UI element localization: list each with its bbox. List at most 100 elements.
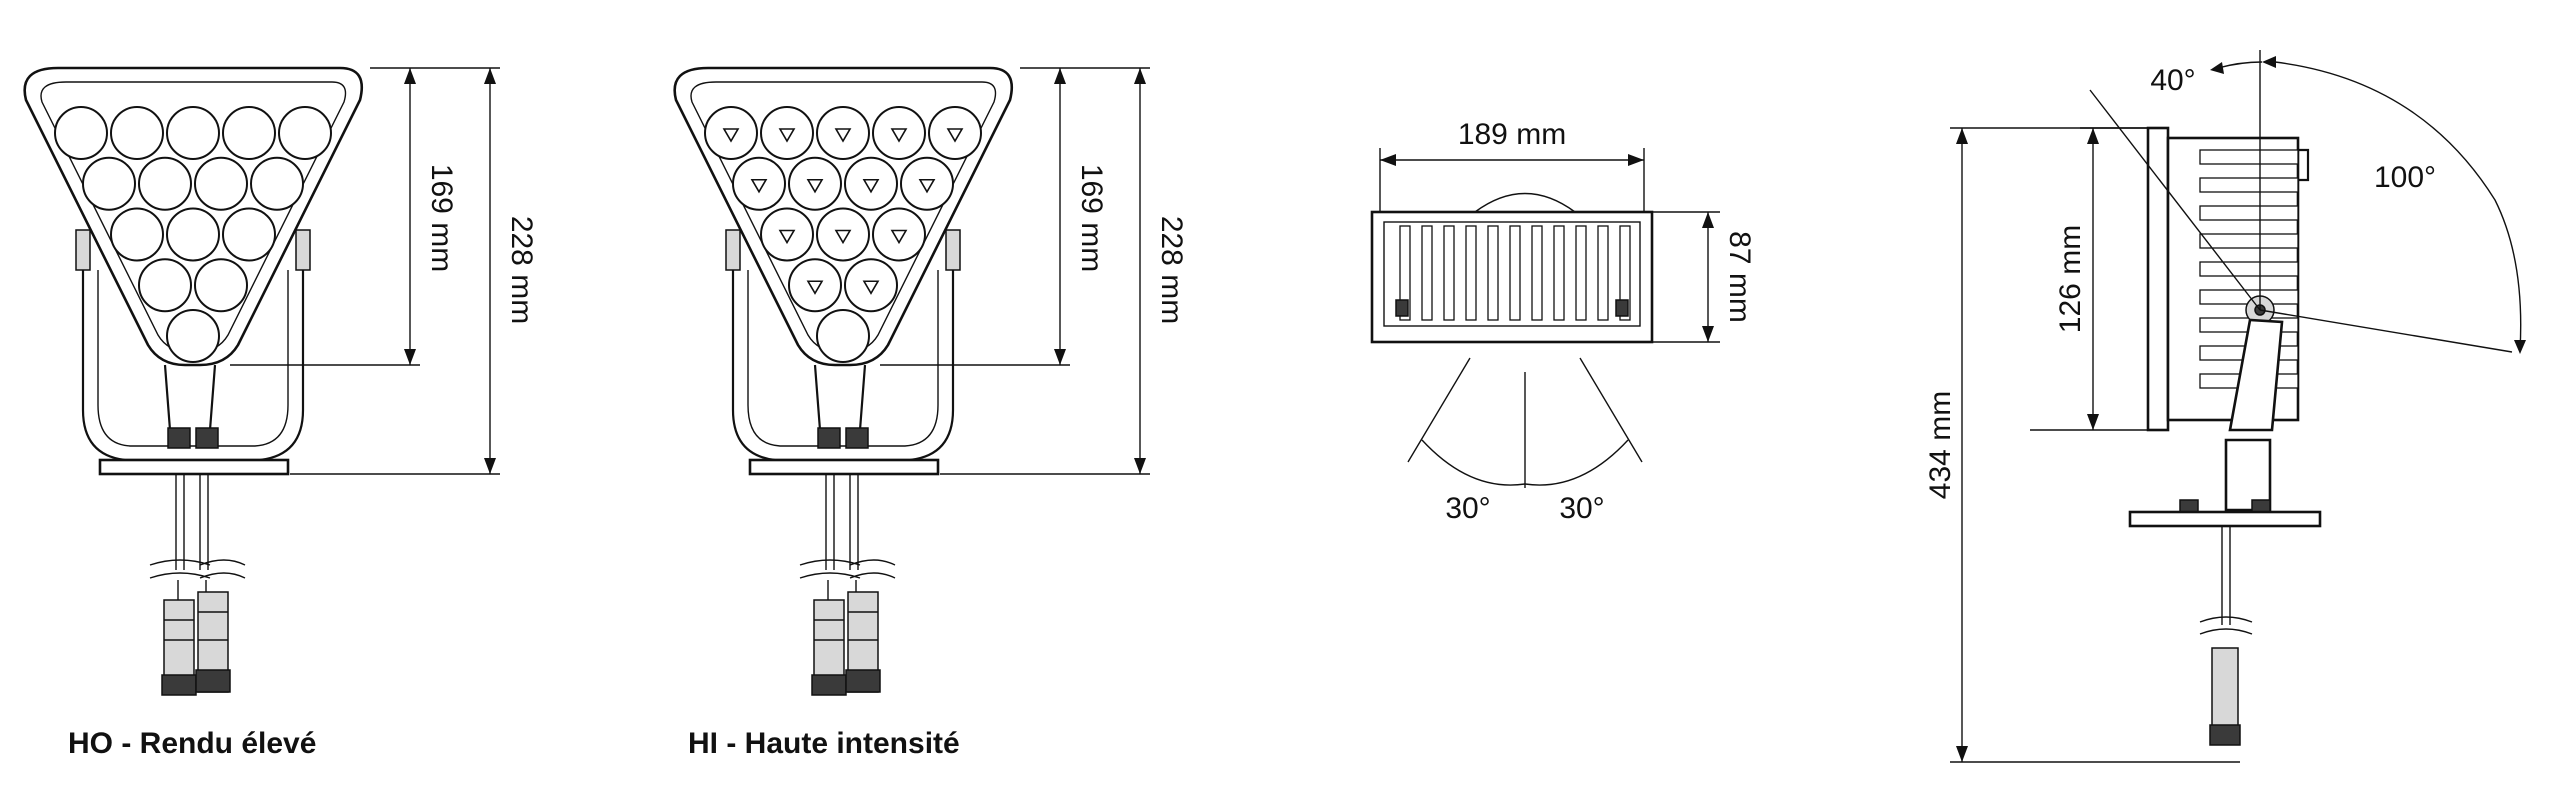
hi-led-marker: [834, 128, 852, 143]
tilt-up-label: 40°: [2150, 64, 2195, 97]
ho-led: [166, 207, 220, 262]
hi-led: [872, 106, 926, 160]
side-arm: [2228, 318, 2284, 432]
ho-dim-228-label: 228 mm: [505, 216, 538, 324]
hi-led-marker: [722, 128, 740, 143]
hi-base-plate: [748, 458, 940, 476]
hi-led-marker: [834, 229, 852, 245]
hi-led: [816, 106, 870, 160]
top-fin: [1443, 225, 1455, 321]
ho-led: [250, 156, 304, 211]
hi-bolt-left: [817, 427, 841, 449]
hi-led-marker: [862, 178, 880, 194]
beam-arc-right: [1524, 439, 1629, 486]
side-connector: [2211, 647, 2239, 739]
hi-led-marker: [862, 280, 880, 295]
tilt-down-arc: [2274, 61, 2522, 351]
top-fin: [1509, 225, 1521, 321]
hi-led-marker: [806, 280, 824, 295]
beam-right-label: 30°: [1559, 492, 1604, 525]
ho-dim-169-label: 169 mm: [425, 164, 458, 272]
ho-led: [110, 207, 164, 262]
beam-left-label: 30°: [1445, 492, 1490, 525]
ho-led: [138, 156, 192, 211]
ho-led: [54, 106, 108, 160]
side-view: 126 mm 434 mm 40° 100°: [1924, 50, 2526, 763]
top-dim-87-label: 87 mm: [1723, 231, 1756, 323]
ho-led: [194, 156, 248, 211]
hi-led-marker: [806, 178, 824, 194]
hi-led-marker: [890, 128, 908, 143]
hi-led: [788, 156, 842, 211]
ho-right-hinge: [295, 229, 311, 271]
hi-led: [788, 258, 842, 313]
top-fin: [1421, 225, 1433, 321]
ho-led: [222, 106, 276, 160]
hi-led: [928, 106, 982, 160]
hi-led-array: [704, 106, 982, 363]
tilt-up-arc: [2217, 61, 2263, 69]
hi-front-view: 169 mm 228 mm HI - Haute intensité: [673, 66, 1188, 760]
ho-led: [166, 106, 220, 160]
ho-caption: HO - Rendu élevé: [68, 727, 316, 760]
hi-led: [844, 258, 898, 313]
side-fin: [2199, 261, 2299, 277]
hi-dim-228-label: 228 mm: [1155, 216, 1188, 324]
side-dim-126-label: 126 mm: [2054, 225, 2087, 333]
hi-led-marker: [750, 178, 768, 194]
top-fin: [1575, 225, 1587, 321]
top-dim-189-label: 189 mm: [1458, 118, 1566, 151]
ho-neck: [163, 364, 217, 431]
top-cooling-fins: [1399, 225, 1631, 321]
top-fin: [1597, 225, 1609, 321]
side-base-plate: [2128, 510, 2322, 528]
top-fin: [1619, 225, 1631, 321]
hi-led: [816, 207, 870, 262]
top-fin: [1553, 225, 1565, 321]
ho-yoke-inner: [97, 270, 289, 447]
hi-led-marker: [778, 229, 796, 245]
top-fin: [1399, 225, 1411, 321]
ho-led: [166, 309, 220, 363]
ho-bolt-right: [195, 427, 219, 449]
ho-led: [82, 156, 136, 211]
hi-dim-169-label: 169 mm: [1075, 164, 1108, 272]
side-fin: [2199, 205, 2299, 221]
ho-led: [138, 258, 192, 313]
hi-led: [760, 106, 814, 160]
top-view: 189 mm 87 mm 30° 30°: [1370, 118, 1756, 525]
hi-led: [844, 156, 898, 211]
ho-left-hinge: [75, 229, 91, 271]
ho-led: [110, 106, 164, 160]
hi-led-marker: [778, 128, 796, 143]
ho-bolt-left: [167, 427, 191, 449]
beam-arc-left: [1421, 439, 1526, 486]
ho-cable-break: [149, 559, 246, 579]
ho-base-plate: [98, 458, 290, 476]
hi-led-marker: [946, 128, 964, 143]
hi-led: [872, 207, 926, 262]
ho-cables: [175, 474, 209, 570]
hi-right-hinge: [945, 229, 961, 271]
ho-front-view: 169 mm 228 mm HO - Rendu élevé: [23, 66, 538, 760]
ho-led: [222, 207, 276, 262]
ho-led: [194, 258, 248, 313]
side-fin: [2199, 149, 2299, 165]
side-front-lens: [2146, 126, 2170, 432]
hi-led: [760, 207, 814, 262]
top-fin: [1465, 225, 1477, 321]
side-fin: [2199, 233, 2299, 249]
hi-led-marker: [890, 229, 908, 245]
side-cable: [2221, 526, 2231, 625]
hi-left-hinge: [725, 229, 741, 271]
hi-led: [732, 156, 786, 211]
hi-led: [816, 309, 870, 363]
tilt-down-line: [2259, 309, 2513, 353]
top-fin: [1531, 225, 1543, 321]
hi-caption: HI - Haute intensité: [688, 727, 960, 760]
hi-led: [704, 106, 758, 160]
tilt-down-label: 100°: [2374, 161, 2436, 194]
top-fin: [1487, 225, 1499, 321]
side-dim-434-label: 434 mm: [1924, 391, 1957, 499]
